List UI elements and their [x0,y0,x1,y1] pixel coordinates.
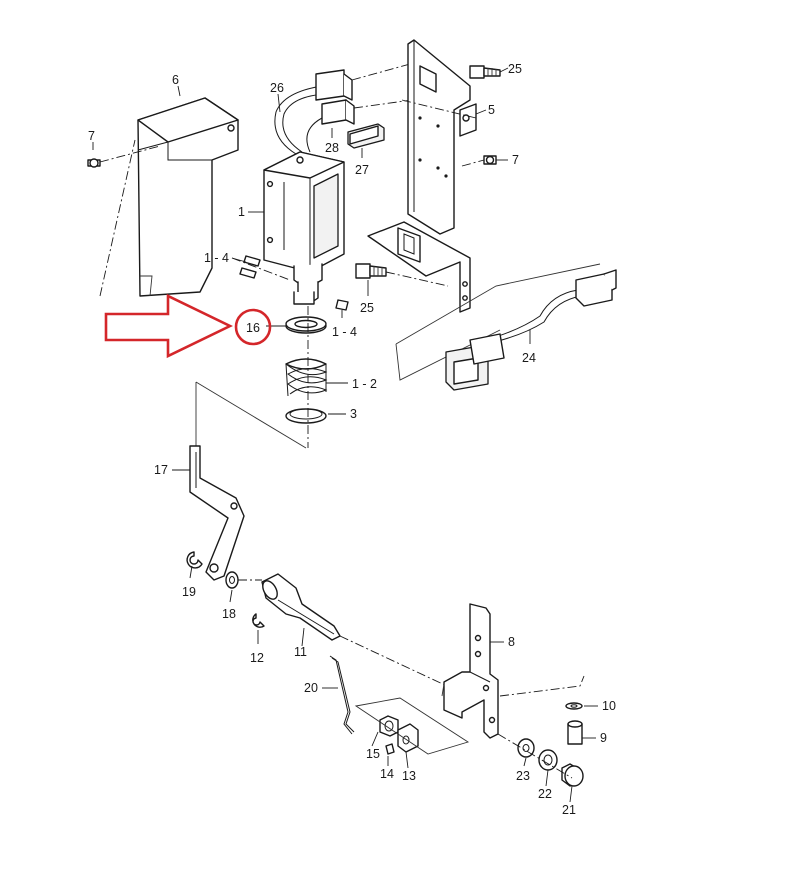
part-1-solenoid [263,151,345,305]
part-17-lever [189,445,245,581]
label-part-17: 17 [154,463,168,477]
label-part-1-2: 1 - 2 [352,377,377,391]
part-labels: 6 7 26 28 27 1 1 - 4 1 - 4 25 25 5 7 16 … [88,62,616,817]
label-part-10: 10 [602,699,616,713]
part-26-wire-harness [274,63,413,155]
part-8-bracket [441,603,499,739]
part-27-sensor [347,123,385,149]
label-part-6: 6 [172,73,179,87]
highlight-circle [234,308,272,346]
label-part-8: 8 [508,635,515,649]
part-6-cover [99,97,239,297]
label-part-11: 11 [294,645,307,659]
part-24-cable [395,263,617,391]
label-part-7-right: 7 [512,153,519,167]
part-20-spring-wire [329,655,355,735]
part-13-collar [397,723,419,753]
label-part-13: 13 [402,769,416,783]
part-3-ring [285,408,327,424]
label-part-21: 21 [562,803,576,817]
part-1-4-pins [231,255,349,311]
label-part-25-upper: 25 [508,62,522,76]
part-21-screw [561,763,584,787]
label-part-1-4-right: 1 - 4 [332,325,357,339]
part-19-e-ring [186,551,203,569]
part-22-bushing [538,749,558,771]
label-part-25-lower: 25 [360,301,374,315]
label-part-14: 14 [380,767,394,781]
part-11-shaft [261,573,465,695]
highlight-arrow [104,293,233,359]
part-10-washer [565,702,583,710]
label-part-7-left: 7 [88,129,95,143]
part-23-washer [517,738,535,758]
label-part-18: 18 [222,607,236,621]
label-part-3: 3 [350,407,357,421]
part-12-e-ring [252,613,265,628]
part-14-set-screw [385,743,395,755]
part-18-washer [225,571,262,589]
label-part-23: 23 [516,769,530,783]
label-part-12: 12 [250,651,264,665]
label-part-1: 1 [238,205,245,219]
label-part-24: 24 [522,351,536,365]
label-part-15: 15 [366,747,380,761]
part-25-screw-upper [469,65,501,79]
part-15-nut [379,715,399,737]
label-part-26: 26 [270,81,284,95]
label-part-1-4-left: 1 - 4 [204,251,229,265]
part-7-screw-left [87,145,161,168]
label-part-19: 19 [182,585,196,599]
label-part-22: 22 [538,787,552,801]
label-part-9: 9 [600,731,607,745]
part-9-screw [567,720,583,745]
label-part-20: 20 [304,681,318,695]
part-5-bracket [367,39,477,313]
part-1-2-spring [285,358,328,397]
part-25-screw-lower [355,263,449,287]
label-part-16: 16 [246,321,260,335]
part-16-washer [285,316,327,334]
leader-lines [92,67,598,803]
label-part-5: 5 [488,103,495,117]
label-part-27: 27 [355,163,369,177]
label-part-28: 28 [325,141,339,155]
part-7-screw-right [461,155,497,167]
